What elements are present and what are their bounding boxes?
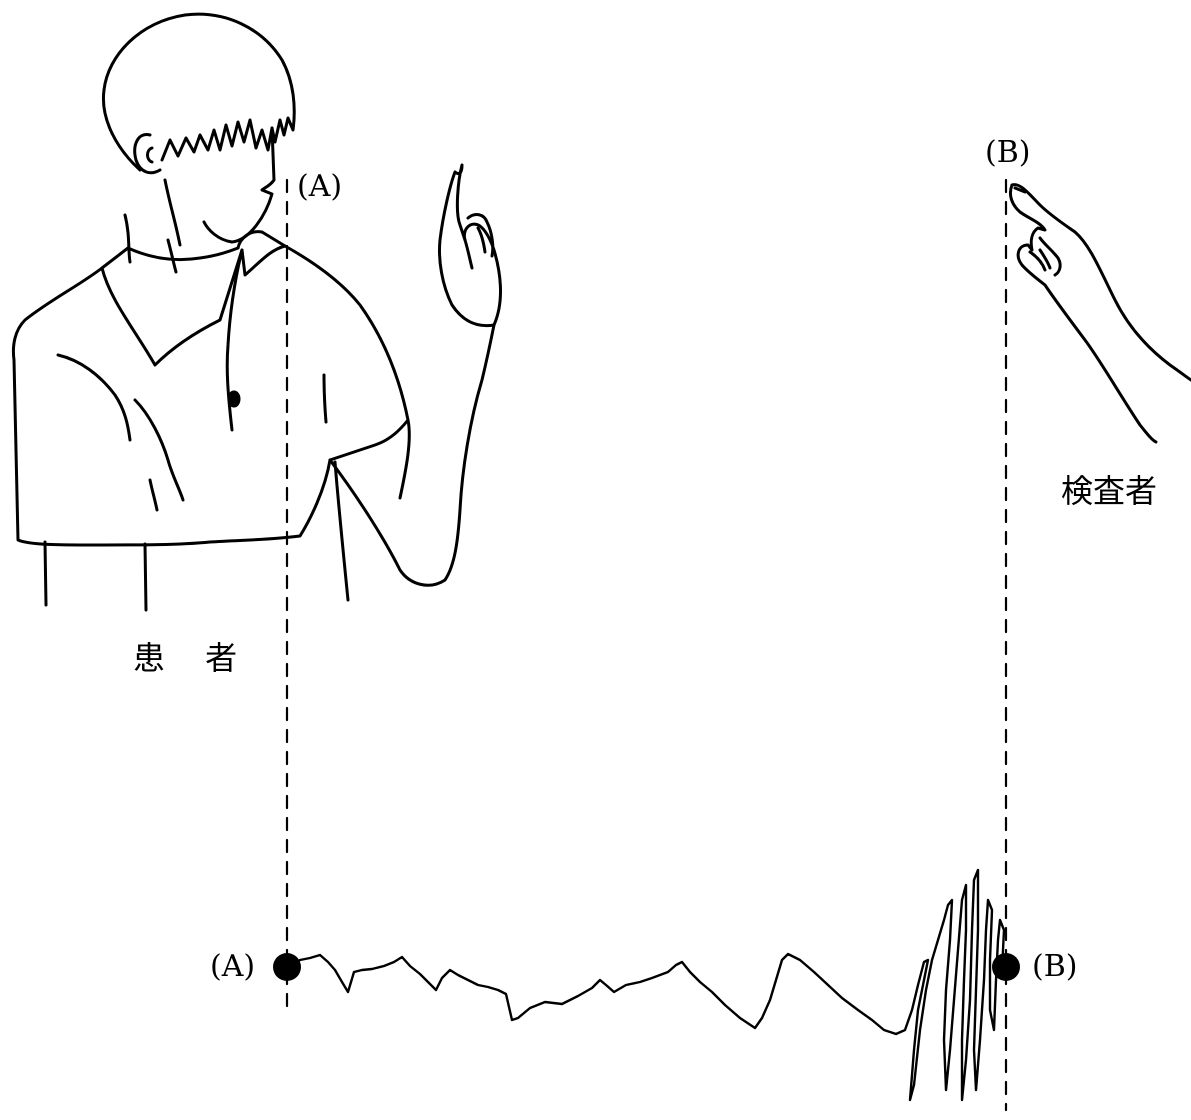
patient-shirt (11, 244, 410, 547)
patient-ear (133, 133, 162, 175)
point-b-marker (992, 953, 1020, 981)
patient-hand (438, 163, 503, 328)
point-b-top-label: (B) (985, 135, 1031, 170)
point-a-marker (273, 953, 301, 981)
examiner-label: 検査者 (1061, 472, 1158, 510)
patient-arm (328, 323, 496, 587)
patient-face (202, 126, 276, 244)
patient-collar (100, 230, 287, 367)
examiner-hand (1008, 183, 1191, 444)
point-a-bottom-label: (A) (210, 949, 256, 984)
pointing-trace (285, 868, 1006, 1102)
patient-figure (11, 12, 503, 612)
patient-hair (101, 12, 296, 172)
patient-label: 患 者 (133, 639, 240, 677)
point-b-bottom-label: (B) (1032, 949, 1078, 984)
point-a-top-label: (A) (297, 169, 343, 204)
